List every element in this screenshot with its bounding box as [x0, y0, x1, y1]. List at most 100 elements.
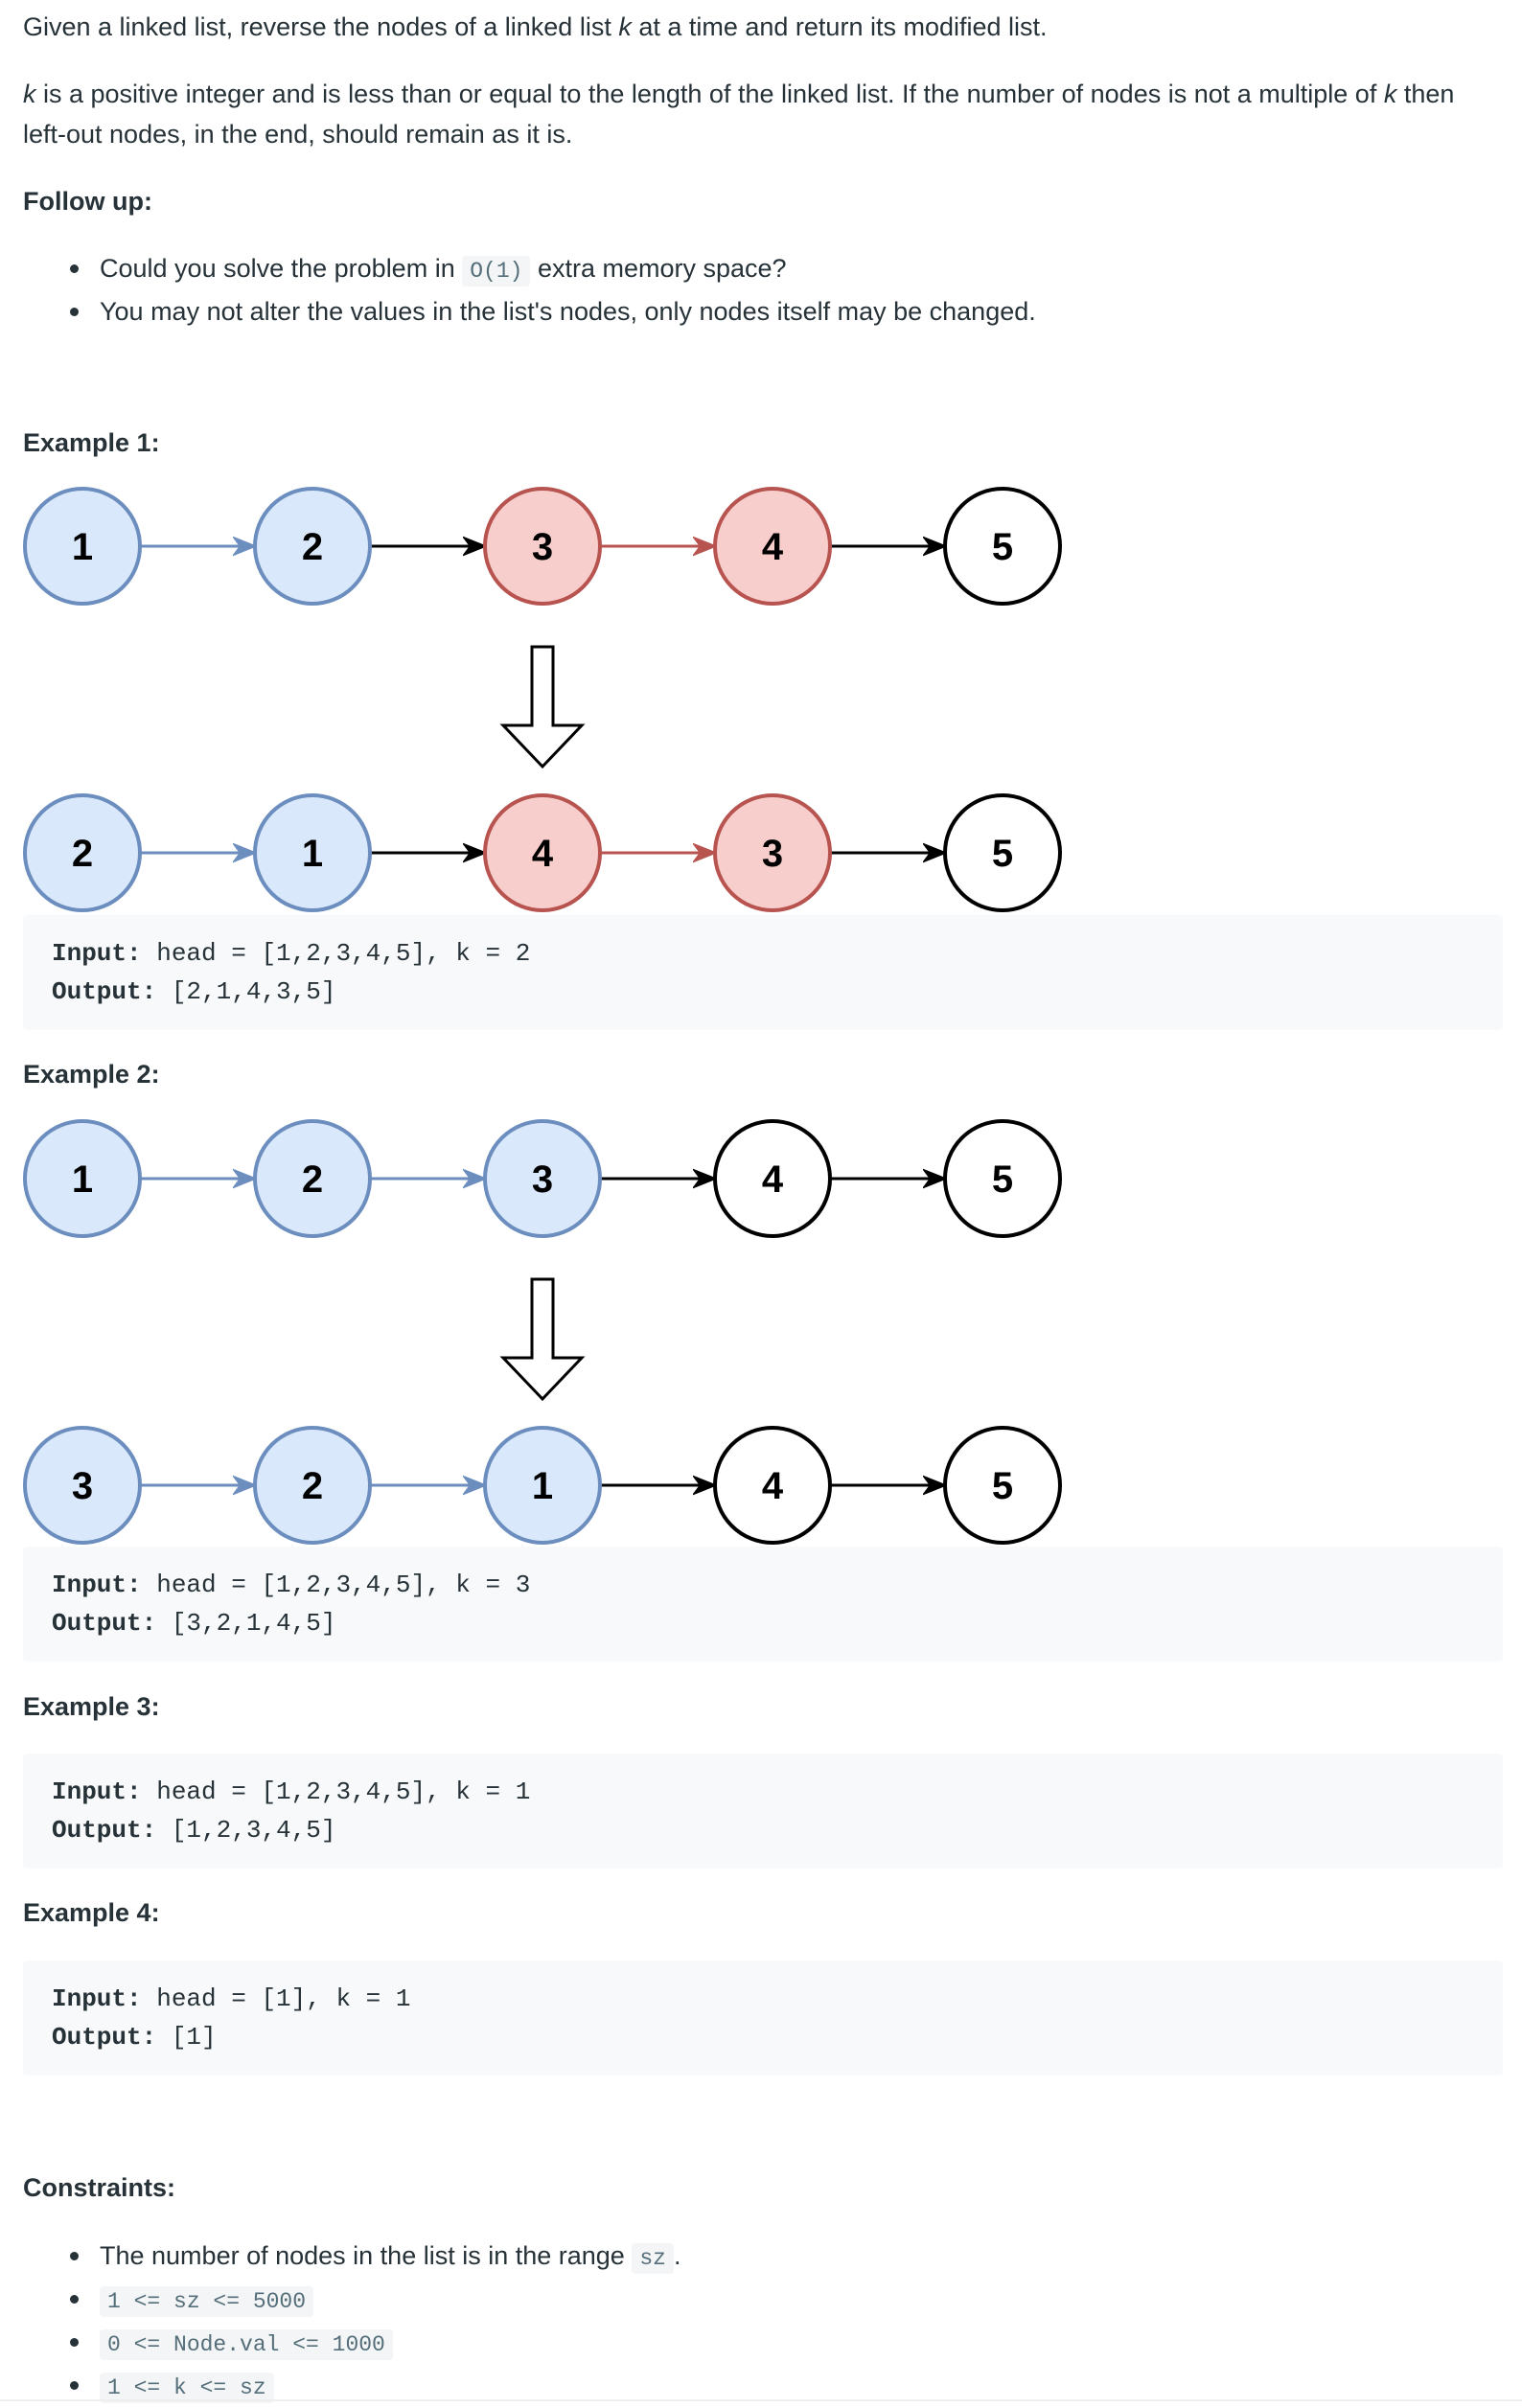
example-3-output-line: Output: [1,2,3,4,5] — [52, 1811, 1474, 1849]
output-value: [1,2,3,4,5] — [156, 1816, 336, 1845]
list-node-label: 3 — [762, 833, 783, 875]
constraint-text-b: . — [673, 2241, 681, 2270]
example-1-output-line: Output: [2,1,4,3,5] — [52, 973, 1474, 1011]
output-label: Output: — [52, 977, 157, 1006]
example-3-heading: Example 3: — [23, 1692, 160, 1721]
example-2-input-line: Input: head = [1,2,3,4,5], k = 3 — [52, 1566, 1474, 1604]
list-node-circle — [483, 1426, 602, 1545]
list-node-label: 2 — [302, 1158, 323, 1201]
constraint-text-a: The number of nodes in the list is in th… — [100, 2241, 633, 2270]
follow-up-item: You may not alter the values in the list… — [23, 291, 1499, 332]
output-value: [1] — [156, 2023, 217, 2052]
bottom-divider — [0, 2399, 1522, 2401]
k-definition-text-b: then left-out nodes, in the end, should … — [23, 80, 1455, 149]
list-node-label: 2 — [72, 833, 93, 875]
input-label: Input: — [52, 1984, 142, 2013]
list-node-circle — [253, 793, 372, 912]
list-node-label: 5 — [992, 1465, 1013, 1507]
example-1-input-line: Input: head = [1,2,3,4,5], k = 2 — [52, 934, 1474, 973]
example-1-code-block: Input: head = [1,2,3,4,5], k = 2 Output:… — [23, 915, 1503, 1030]
input-value: head = [1,2,3,4,5], k = 1 — [141, 1777, 531, 1806]
constraints-heading: Constraints: — [23, 2173, 176, 2202]
list-node-circle — [483, 487, 602, 606]
constraint-item: 1 <= k <= sz — [23, 2365, 1499, 2408]
example-4-input-line: Input: head = [1], k = 1 — [52, 1980, 1474, 2018]
list-node-label: 1 — [72, 1158, 93, 1201]
list-node-label: 2 — [302, 1465, 323, 1507]
intro-text-a: Given a linked list, reverse the nodes o… — [23, 12, 619, 41]
input-label: Input: — [52, 939, 142, 968]
list-node-label: 4 — [762, 1465, 784, 1507]
example-4-output-line: Output: [1] — [52, 2018, 1474, 2056]
intro-text-b: at a time and return its modified list. — [631, 12, 1048, 41]
reverse-arrow — [499, 645, 586, 769]
example-3-input-line: Input: head = [1,2,3,4,5], k = 1 — [52, 1773, 1474, 1811]
example-2-diagram: 1 2 3 4 5 3 2 1 4 5 — [23, 1119, 1062, 1545]
constraints-list: The number of nodes in the list is in th… — [23, 2236, 1499, 2408]
follow-up-list: Could you solve the problem in O(1) extr… — [23, 248, 1499, 332]
k-variable-2: k — [1383, 80, 1397, 108]
output-label: Output: — [52, 1609, 157, 1638]
example-2-code-block: Input: head = [1,2,3,4,5], k = 3 Output:… — [23, 1547, 1503, 1662]
list-node-label: 4 — [762, 526, 784, 568]
follow-up-heading: Follow up: — [23, 187, 152, 216]
list-node-label: 5 — [992, 1158, 1013, 1201]
k-variable: k — [23, 80, 36, 108]
k-definition-text-a: is a positive integer and is less than o… — [35, 80, 1384, 108]
list-node-circle — [23, 487, 142, 606]
intro-paragraph: Given a linked list, reverse the nodes o… — [23, 7, 1499, 47]
list-node-label: 2 — [302, 526, 323, 568]
list-node-label: 1 — [532, 1465, 553, 1507]
list-node-circle — [23, 1426, 142, 1545]
list-node-circle — [253, 1119, 372, 1238]
list-node-label: 4 — [532, 833, 554, 875]
constraint-code: 1 <= sz <= 5000 — [100, 2286, 314, 2317]
output-value: [3,2,1,4,5] — [156, 1609, 336, 1638]
list-node-circle — [483, 1119, 602, 1238]
list-node-label: 3 — [532, 1158, 553, 1201]
reverse-arrow — [499, 1277, 586, 1402]
list-node-circle — [253, 487, 372, 606]
example-1-diagram: 1 2 3 4 5 2 1 4 3 5 — [23, 487, 1062, 912]
list-node-circle — [713, 1119, 832, 1238]
list-node-circle — [943, 793, 1062, 912]
list-node-label: 3 — [72, 1465, 93, 1507]
example-2-output-line: Output: [3,2,1,4,5] — [52, 1604, 1474, 1642]
list-node-label: 5 — [992, 833, 1013, 875]
list-node-label: 5 — [992, 526, 1013, 568]
list-node-circle — [23, 793, 142, 912]
input-label: Input: — [52, 1571, 142, 1599]
constraint-item: 1 <= sz <= 5000 — [23, 2279, 1499, 2322]
list-node-circle — [23, 1119, 142, 1238]
list-node-label: 1 — [302, 833, 323, 875]
constraint-item: 0 <= Node.val <= 1000 — [23, 2322, 1499, 2365]
list-node-circle — [483, 793, 602, 912]
list-node-circle — [713, 1426, 832, 1545]
constraint-code: sz — [632, 2243, 674, 2274]
constraint-code: 0 <= Node.val <= 1000 — [100, 2329, 393, 2360]
list-node-label: 4 — [762, 1158, 784, 1201]
list-node-circle — [943, 1119, 1062, 1238]
list-node-circle — [943, 487, 1062, 606]
example-3-code-block: Input: head = [1,2,3,4,5], k = 1 Output:… — [23, 1754, 1503, 1869]
input-value: head = [1], k = 1 — [141, 1984, 411, 2013]
list-node-circle — [713, 793, 832, 912]
list-node-label: 1 — [72, 526, 93, 568]
list-node-circle — [713, 487, 832, 606]
constraint-code: 1 <= k <= sz — [100, 2373, 274, 2403]
constraint-item: The number of nodes in the list is in th… — [23, 2236, 1499, 2279]
follow-up-item: Could you solve the problem in O(1) extr… — [23, 248, 1499, 291]
input-label: Input: — [52, 1777, 142, 1806]
list-node-circle — [253, 1426, 372, 1545]
list-node-label: 3 — [532, 526, 553, 568]
example-1-heading: Example 1: — [23, 428, 160, 457]
example-2-heading: Example 2: — [23, 1060, 160, 1089]
input-value: head = [1,2,3,4,5], k = 2 — [141, 939, 531, 968]
k-definition-paragraph: k is a positive integer and is less than… — [23, 74, 1499, 154]
output-label: Output: — [52, 1816, 157, 1845]
complexity-code: O(1) — [462, 256, 531, 287]
list-node-circle — [943, 1426, 1062, 1545]
follow-up-item-text-b: extra memory space? — [530, 254, 787, 283]
example-4-code-block: Input: head = [1], k = 1 Output: [1] — [23, 1961, 1503, 2075]
follow-up-item-text-a: Could you solve the problem in — [100, 254, 463, 283]
